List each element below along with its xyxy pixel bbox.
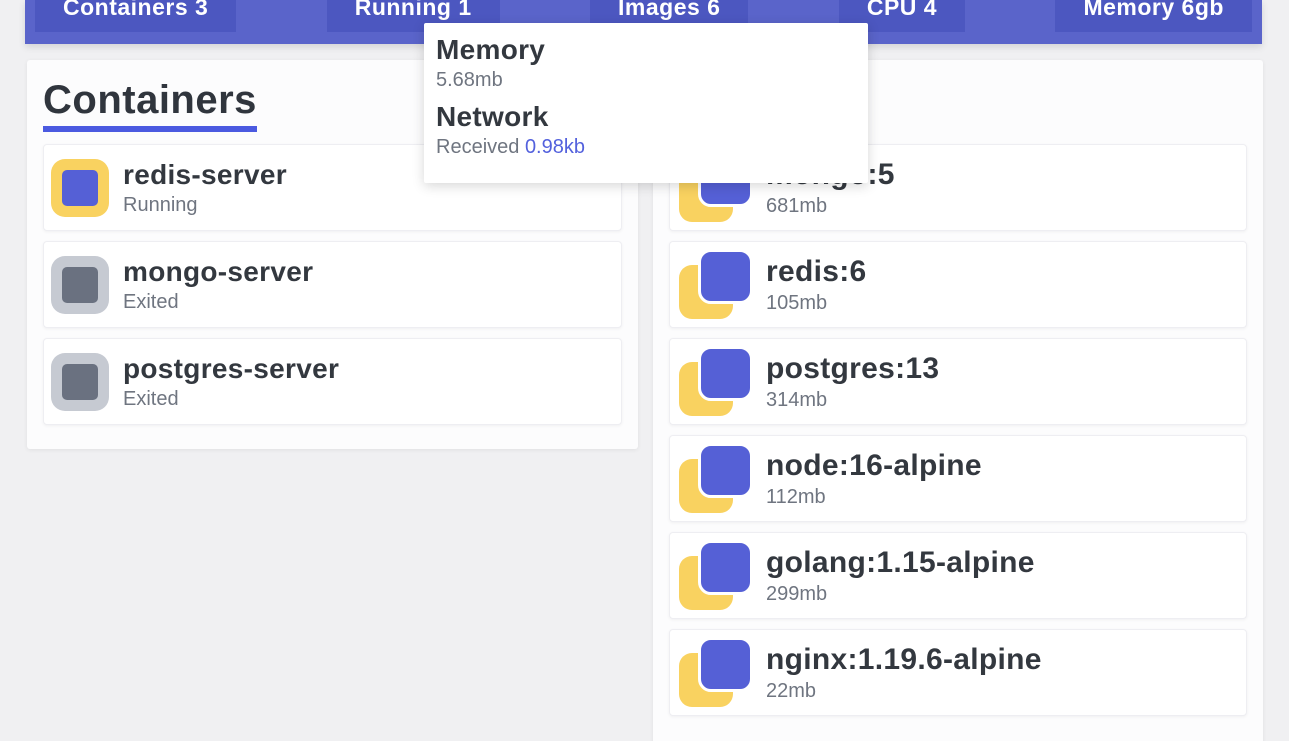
image-name: redis:6: [766, 254, 867, 288]
stat-badge-containers[interactable]: Containers 3: [35, 0, 237, 32]
container-exited-icon: [51, 255, 109, 314]
image-row-node[interactable]: node:16-alpine 112mb: [669, 435, 1247, 522]
image-name: node:16-alpine: [766, 448, 982, 482]
tooltip-network-title: Network: [436, 101, 549, 132]
tooltip-network-received-value: 0.98kb: [524, 136, 585, 158]
container-status: Running: [123, 193, 198, 216]
tooltip-network-value: Received 0.98kb: [436, 134, 856, 160]
container-icon-inner: [62, 363, 98, 400]
image-size: 299mb: [766, 582, 828, 605]
stats-tooltip: Memory 5.68mb Network Received 0.98kb: [424, 23, 868, 183]
container-name: redis-server: [123, 158, 287, 190]
image-name: nginx:1.19.6-alpine: [766, 642, 1042, 676]
stats-header: Containers 3 Running 1 Images 6 CPU 4 Me…: [25, 0, 1262, 44]
container-name: postgres-server: [123, 352, 340, 384]
image-size: 105mb: [766, 291, 828, 314]
image-layer-front: [698, 540, 753, 595]
tooltip-memory-title: Memory: [436, 34, 546, 65]
image-size: 22mb: [766, 679, 817, 702]
stat-badge-running[interactable]: Running 1: [326, 0, 500, 32]
image-size: 681mb: [766, 194, 828, 217]
container-running-icon: [51, 158, 109, 217]
image-layers-icon: [679, 443, 758, 514]
image-layers-icon: [679, 346, 758, 417]
container-row-postgres-server[interactable]: postgres-server Exited: [43, 338, 622, 425]
container-icon-inner: [62, 169, 98, 206]
image-row-postgres[interactable]: postgres:13 314mb: [669, 338, 1247, 425]
container-icon-inner: [62, 266, 98, 303]
image-layers-icon: [679, 540, 758, 611]
stat-badge-memory[interactable]: Memory 6gb: [1055, 0, 1252, 32]
containers-panel-title: Containers: [43, 76, 257, 132]
image-size: 314mb: [766, 388, 828, 411]
image-layer-front: [698, 346, 753, 401]
image-name: golang:1.15-alpine: [766, 545, 1035, 579]
image-layer-front: [698, 637, 753, 692]
image-layers-icon: [679, 637, 758, 708]
image-row-nginx[interactable]: nginx:1.19.6-alpine 22mb: [669, 629, 1247, 716]
tooltip-memory-value: 5.68mb: [436, 69, 503, 91]
container-status: Exited: [123, 387, 179, 410]
container-name: mongo-server: [123, 255, 314, 287]
image-layer-front: [698, 443, 753, 498]
container-row-mongo-server[interactable]: mongo-server Exited: [43, 241, 622, 328]
tooltip-network-label: Received: [436, 136, 525, 158]
image-row-redis[interactable]: redis:6 105mb: [669, 241, 1247, 328]
container-exited-icon: [51, 352, 109, 411]
image-layer-front: [698, 249, 753, 304]
container-status: Exited: [123, 290, 179, 313]
image-row-golang[interactable]: golang:1.15-alpine 299mb: [669, 532, 1247, 619]
image-name: postgres:13: [766, 351, 940, 385]
image-layers-icon: [679, 249, 758, 320]
image-size: 112mb: [766, 485, 826, 508]
